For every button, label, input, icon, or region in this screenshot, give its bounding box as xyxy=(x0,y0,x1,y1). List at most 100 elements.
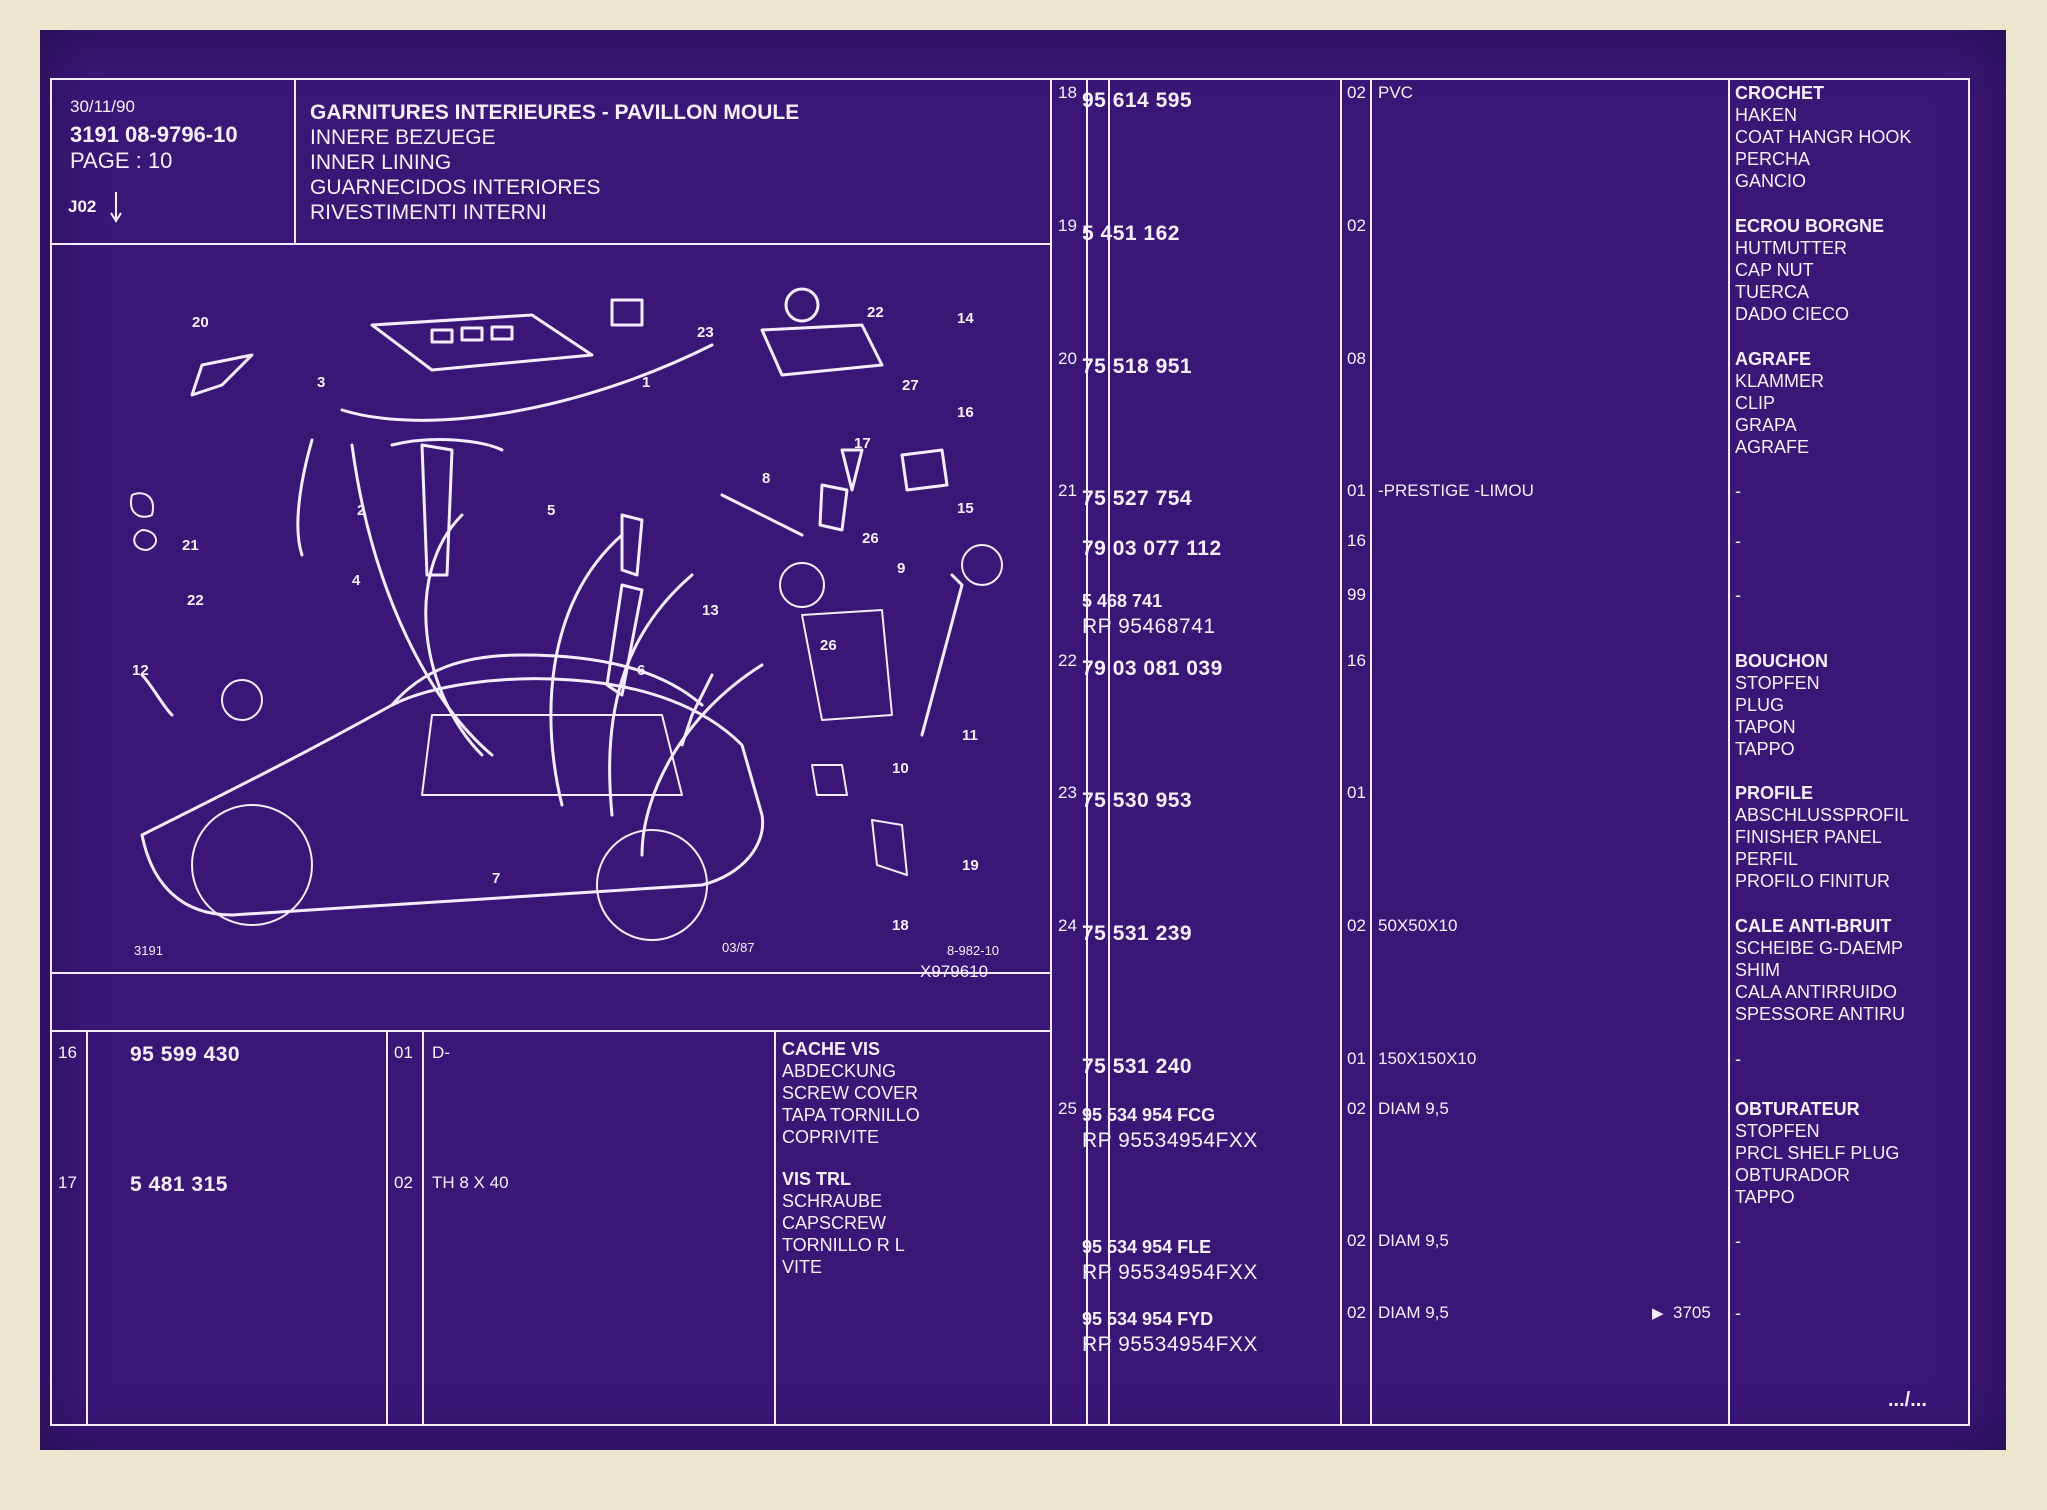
right-col-ref xyxy=(1340,78,1342,1426)
right-row-spec: 150X150X10 xyxy=(1378,1049,1477,1068)
right-row-desc: CALE ANTI-BRUIT SCHEIBE G-DAEMP SHIM CAL… xyxy=(1735,916,1906,1024)
right-row-rp: RP 95534954FXX xyxy=(1082,1129,1258,1152)
callout-4: 4 xyxy=(352,572,361,589)
left-row-desc: VIS TRL SCHRAUBE CAPSCREW TORNILLO R L V… xyxy=(782,1169,905,1277)
right-row-spec: DIAM 9,5 xyxy=(1378,1303,1449,1322)
callout-23: 22 xyxy=(867,304,884,321)
callout-19: 19 xyxy=(962,857,979,874)
callout-8: 8 xyxy=(762,470,770,487)
left-block-right xyxy=(1050,78,1052,1426)
callout-11: 11 xyxy=(962,727,978,744)
right-row-ref: 5 451 162 xyxy=(1082,222,1180,245)
left-col-qty xyxy=(422,1030,424,1426)
callout-14: 14 xyxy=(957,310,974,327)
title-it: RIVESTIMENTI INTERNI xyxy=(310,201,547,224)
right-col-spec xyxy=(1728,78,1730,1426)
right-col-qty xyxy=(1370,78,1372,1426)
right-row-qty: 02 xyxy=(1347,83,1366,102)
callout-26a: 26 xyxy=(862,530,879,547)
diagram-model: 3191 xyxy=(134,943,163,958)
right-row-num: 25 xyxy=(1058,1099,1077,1118)
right-row-spec: PVC xyxy=(1378,83,1413,102)
right-row-num: 24 xyxy=(1058,916,1077,935)
title-fr: GARNITURES INTERIEURES - PAVILLON MOULE xyxy=(310,101,800,124)
right-col-gap xyxy=(1108,78,1110,1426)
right-row-desc: - xyxy=(1735,481,1741,501)
right-row-qty: 99 xyxy=(1347,585,1366,604)
callout-12: 12 xyxy=(132,662,149,679)
parts-sheet: 30/11/90 3191 08-9796-10 PAGE : 10 J02 G… xyxy=(40,30,2006,1450)
roof-lining-part xyxy=(370,313,594,372)
right-row-qty: 01 xyxy=(1347,783,1366,802)
right-row-marker: ▶ 3705 xyxy=(1652,1304,1711,1321)
callout-10: 10 xyxy=(892,760,909,777)
right-row-qty: 01 xyxy=(1347,1049,1366,1068)
left-row-qty: 01 xyxy=(394,1043,413,1062)
right-row-desc: BOUCHON STOPFEN PLUG TAPON TAPPO xyxy=(1735,651,1828,759)
right-row-num: 22 xyxy=(1058,651,1077,670)
header-section: J02 xyxy=(68,197,97,216)
right-row-ref: 75 531 239 xyxy=(1082,922,1193,945)
border-top-right xyxy=(1050,78,1970,80)
right-row-qty: 02 xyxy=(1347,1231,1366,1250)
callout-22: 22 xyxy=(187,592,204,609)
right-row-ref: 95 534 954 FYD xyxy=(1082,1309,1214,1329)
right-row-qty: 02 xyxy=(1347,1303,1366,1322)
right-row-ref: 95 534 954 FCG xyxy=(1082,1105,1216,1125)
callout-17: 17 xyxy=(854,435,871,452)
right-row-desc: PROFILE ABSCHLUSSPROFIL FINISHER PANEL P… xyxy=(1735,783,1910,891)
left-col-ref xyxy=(386,1030,388,1426)
right-row-qty: 02 xyxy=(1347,916,1366,935)
left-table-top xyxy=(50,1030,1052,1032)
right-row-ref: 95 614 595 xyxy=(1082,89,1193,112)
callout-2: 2 xyxy=(357,502,365,519)
right-row-ref: 75 527 754 xyxy=(1082,487,1193,510)
right-row-spec: DIAM 9,5 xyxy=(1378,1231,1449,1250)
right-row-qty: 02 xyxy=(1347,216,1366,235)
callout-3: 3 xyxy=(317,374,325,391)
callout-5: 5 xyxy=(547,502,555,519)
right-row-num: 21 xyxy=(1058,481,1077,500)
car-roof xyxy=(390,653,704,707)
diagram-bottom xyxy=(50,972,1052,974)
border-bottom xyxy=(50,1424,1970,1426)
play-triangle-icon: ▶ xyxy=(1652,1305,1664,1322)
continued-marker: .../... xyxy=(1888,1389,1927,1411)
pillar-part xyxy=(420,443,454,577)
right-row-rp: RP 95534954FXX xyxy=(1082,1261,1258,1284)
right-row-qty: 01 xyxy=(1347,481,1366,500)
left-row-desc: CACHE VIS ABDECKUNG SCREW COVER TAPA TOR… xyxy=(782,1039,920,1147)
callout-15: 15 xyxy=(957,500,974,517)
callout-9: 9 xyxy=(897,560,905,577)
right-row-ref: 5 468 741 xyxy=(1082,591,1163,611)
right-row-desc: - xyxy=(1735,1303,1741,1323)
title-en: INNER LINING xyxy=(310,151,452,174)
car-body-outline xyxy=(140,677,765,917)
right-row-spec: -PRESTIGE -LIMOU xyxy=(1378,481,1534,500)
left-row-num: 16 xyxy=(58,1043,77,1062)
left-row-qty: 02 xyxy=(394,1173,413,1192)
right-col-num xyxy=(1086,78,1088,1426)
callout-16: 16 xyxy=(957,404,974,421)
header-page: PAGE : 10 xyxy=(70,148,173,173)
right-row-marker-value: 3705 xyxy=(1673,1303,1711,1322)
right-row-ref: 75 518 951 xyxy=(1082,355,1193,378)
callout-21: 21 xyxy=(182,537,199,554)
header-bottom xyxy=(50,243,1052,245)
header-ref-code: 3191 08-9796-10 xyxy=(70,122,238,147)
right-row-desc: OBTURATEUR STOPFEN PRCL SHELF PLUG OBTUR… xyxy=(1735,1099,1900,1207)
right-row-rp: RP 95534954FXX xyxy=(1082,1333,1258,1356)
callout-13: 13 xyxy=(702,602,719,619)
car-wheel-front xyxy=(191,804,313,926)
callout-6: 6 xyxy=(637,662,645,679)
left-row-spec: D- xyxy=(432,1043,450,1062)
right-row-desc: - xyxy=(1735,1049,1741,1069)
left-row-ref: 5 481 315 xyxy=(130,1173,228,1196)
right-row-num: 20 xyxy=(1058,349,1077,368)
callout-18: 18 xyxy=(892,917,909,934)
callout-26b: 26 xyxy=(820,637,837,654)
right-row-desc: - xyxy=(1735,531,1741,551)
border-right xyxy=(1968,78,1970,1426)
header-date: 30/11/90 xyxy=(70,97,135,116)
right-row-spec: DIAM 9,5 xyxy=(1378,1099,1449,1118)
